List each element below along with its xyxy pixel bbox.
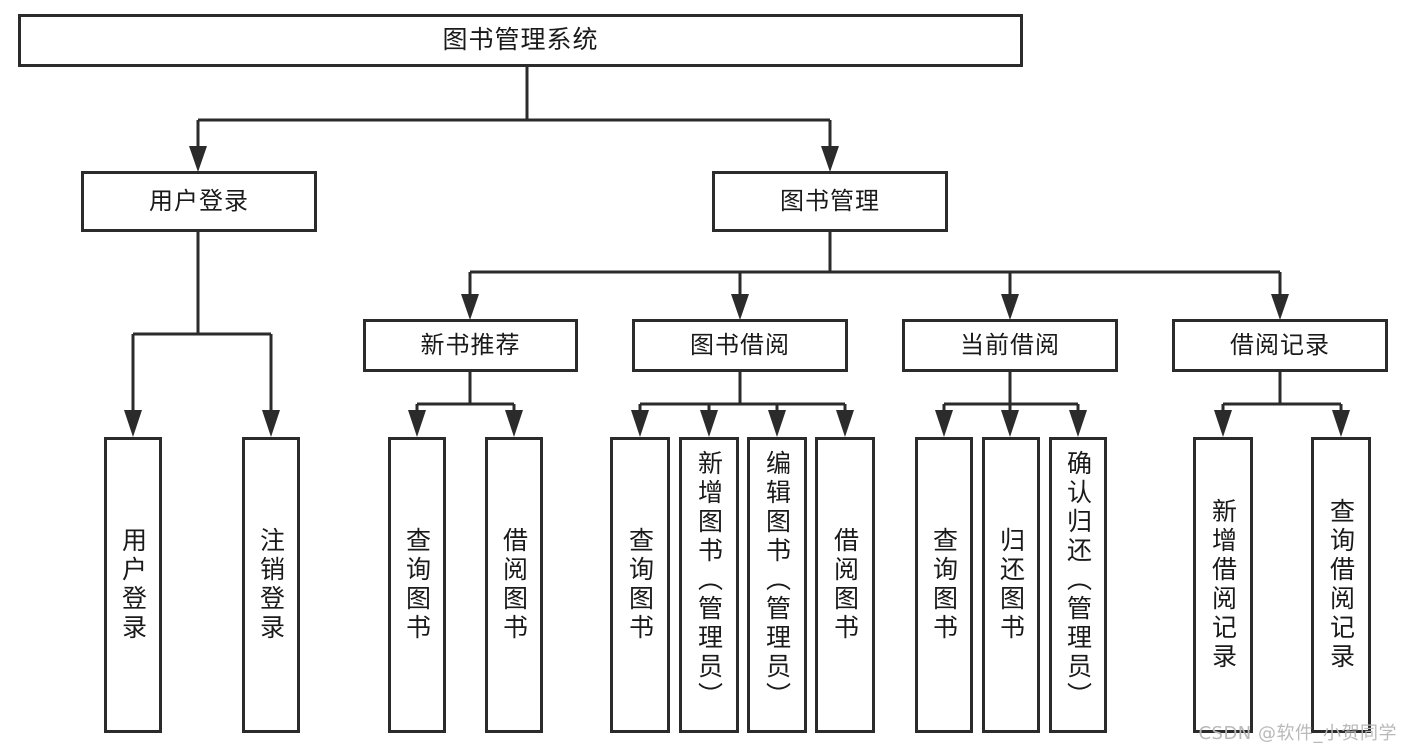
- node-label: 注销登录: [256, 527, 286, 643]
- leaf-new-book-query[interactable]: 查询图书: [388, 437, 446, 733]
- leaf-user-login-logout[interactable]: 注销登录: [242, 437, 300, 733]
- node-label: 新书推荐: [420, 330, 521, 359]
- csdn-watermark: CSDN @软件_小贺同学: [1198, 723, 1397, 744]
- node-label: 新增图书（管理员）: [694, 450, 724, 711]
- node-label: 借阅图书: [499, 527, 529, 643]
- node-label: 图书管理: [780, 186, 880, 215]
- node-book-management[interactable]: 图书管理: [712, 171, 948, 232]
- node-label: 借阅记录: [1230, 330, 1330, 359]
- node-label: 图书借阅: [690, 330, 790, 359]
- node-label: 查询图书: [625, 527, 655, 643]
- leaf-borrow-query-book[interactable]: 查询图书: [610, 437, 670, 733]
- leaf-borrow-add-book-admin[interactable]: 新增图书（管理员）: [679, 437, 739, 733]
- node-label: 当前借阅: [960, 330, 1060, 359]
- node-label: 新增借阅记录: [1208, 498, 1238, 672]
- leaf-new-book-borrow[interactable]: 借阅图书: [485, 437, 543, 733]
- leaf-current-query-book[interactable]: 查询图书: [915, 437, 973, 733]
- leaf-user-login-login[interactable]: 用户登录: [104, 437, 162, 733]
- node-label: 查询借阅记录: [1326, 498, 1356, 672]
- leaf-current-return-book[interactable]: 归还图书: [982, 437, 1040, 733]
- node-label: 用户登录: [118, 527, 148, 643]
- node-label: 编辑图书（管理员）: [762, 450, 792, 711]
- leaf-records-query-record[interactable]: 查询借阅记录: [1311, 437, 1371, 733]
- node-label: 借阅图书: [830, 527, 860, 643]
- node-label: 用户登录: [149, 186, 249, 215]
- node-label: 图书管理系统: [442, 25, 599, 55]
- node-borrow-records[interactable]: 借阅记录: [1172, 319, 1388, 372]
- node-label: 确认归还（管理员）: [1063, 450, 1093, 711]
- node-root-system[interactable]: 图书管理系统: [18, 14, 1023, 67]
- node-book-borrow[interactable]: 图书借阅: [632, 319, 848, 372]
- node-label: 查询图书: [929, 527, 959, 643]
- leaf-current-confirm-return-admin[interactable]: 确认归还（管理员）: [1049, 437, 1107, 733]
- leaf-records-add-record[interactable]: 新增借阅记录: [1193, 437, 1253, 733]
- node-new-book-recommend[interactable]: 新书推荐: [363, 319, 578, 372]
- leaf-borrow-borrow-book[interactable]: 借阅图书: [815, 437, 875, 733]
- node-label: 归还图书: [996, 527, 1026, 643]
- node-user-login[interactable]: 用户登录: [81, 171, 317, 232]
- leaf-borrow-edit-book-admin[interactable]: 编辑图书（管理员）: [747, 437, 807, 733]
- node-current-borrow[interactable]: 当前借阅: [902, 319, 1118, 372]
- node-label: 查询图书: [402, 527, 432, 643]
